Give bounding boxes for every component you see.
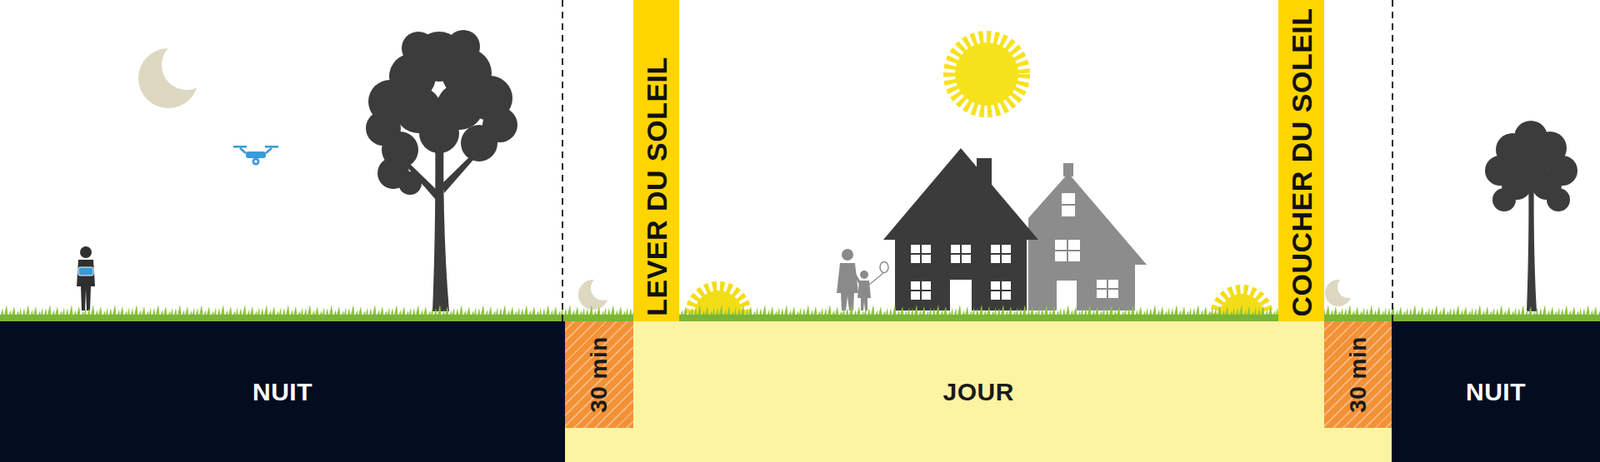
band-label: NUIT (252, 380, 313, 405)
house (1028, 163, 1147, 311)
drone-icon-part (245, 151, 266, 159)
house-part (990, 245, 1011, 264)
family-silhouette (836, 249, 889, 311)
house-part (910, 253, 931, 255)
house-part (1061, 204, 1075, 206)
house-part (910, 245, 1011, 300)
family-silhouette-part (836, 263, 859, 311)
vertical-label: COUCHER DU SOLEIL (1287, 7, 1316, 317)
tree (365, 30, 518, 312)
rising-moon (1325, 276, 1360, 307)
drone-icon-part (240, 148, 246, 154)
pilot-silhouette (76, 246, 95, 311)
day-band: JOUR 30 min 30 min (565, 321, 1392, 462)
house-part (910, 281, 931, 300)
vertical-label: 30 min (587, 336, 611, 414)
moon (138, 40, 212, 109)
dashed-limit (562, 0, 1393, 322)
pilot-silhouette-part (80, 246, 92, 259)
sunrise-bar: LEVER DU SOLEIL (633, 0, 680, 322)
family-silhouette-part (860, 270, 869, 280)
house-part (1096, 280, 1119, 299)
night-band: NUIT (1391, 321, 1600, 462)
sun-part (955, 42, 1019, 106)
house-part (990, 290, 1011, 292)
moon-part (161, 40, 212, 90)
house-part (1028, 173, 1147, 311)
house-part (910, 245, 1011, 311)
drone-icon-part (265, 145, 279, 149)
tree-part (398, 171, 422, 195)
vertical-label: LEVER DU SOLEIL (641, 56, 670, 317)
house-part (910, 290, 931, 292)
tree (1485, 120, 1578, 312)
pilot-silhouette-part (76, 260, 95, 311)
drone-icon-part (252, 158, 260, 166)
house-part (950, 253, 971, 255)
house-part (1055, 250, 1080, 252)
house-part (1055, 240, 1080, 262)
setting-moon (578, 275, 616, 310)
drone-icon (233, 145, 279, 166)
band-label: NUIT (1465, 380, 1526, 405)
house-part (883, 148, 1039, 240)
sun-part (950, 37, 1024, 111)
drone-icon-part (254, 160, 258, 164)
twilight-box: 30 min (565, 321, 634, 429)
house-part (990, 281, 1011, 300)
dashed-limit-part (561, 0, 564, 322)
night-band: NUIT (0, 321, 565, 462)
house-part (910, 245, 931, 264)
house-part (950, 245, 971, 264)
twilight-box: 30 min (1324, 321, 1392, 429)
grass (0, 305, 1600, 324)
rising-moon-part (1337, 276, 1360, 299)
vertical-label: 30 min (1345, 336, 1370, 414)
house (883, 148, 1039, 311)
tree-part (1546, 188, 1570, 212)
house-part (990, 253, 1011, 255)
pilot-silhouette-part (78, 267, 94, 276)
tree-part (419, 113, 460, 154)
sun (950, 37, 1024, 111)
band-label: JOUR (943, 380, 1015, 405)
drone-icon-part (265, 148, 272, 154)
sunset-bar: COUCHER DU SOLEIL (1278, 0, 1325, 322)
family-silhouette-part (841, 249, 854, 261)
setting-moon-part (590, 275, 616, 301)
family-silhouette-part (880, 262, 889, 274)
drone-icon-part (233, 145, 247, 149)
house-part (1061, 193, 1075, 217)
house-part (1096, 288, 1119, 290)
tree-part (460, 125, 498, 162)
tree-part (1492, 188, 1516, 212)
family-silhouette-part (869, 273, 884, 285)
house-part (895, 233, 1027, 311)
dashed-limit-part (1391, 0, 1394, 322)
